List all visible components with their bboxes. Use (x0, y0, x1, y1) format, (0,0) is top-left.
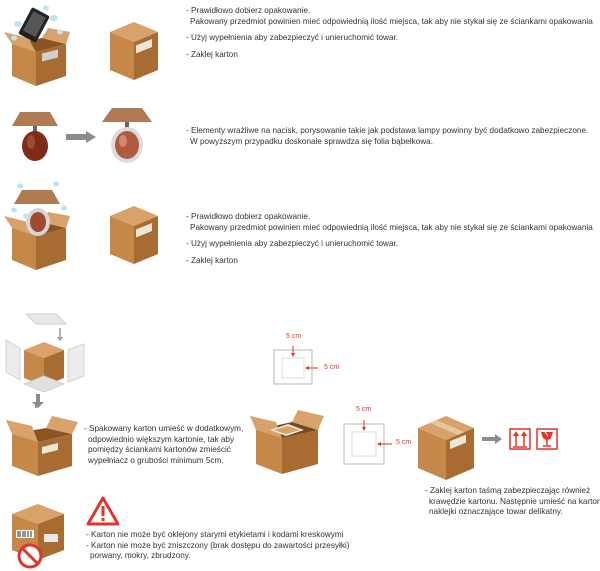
measure2-top-label: 5 cm (356, 406, 372, 413)
section2-line-2: W powyższym przypadku doskonale sprawdza… (190, 136, 434, 146)
section5-line-1: - Karton nie może być oklejony starymi e… (86, 530, 344, 539)
fragile-glass-label-icon (536, 428, 558, 450)
outer-box-with-inner-box-illustration (250, 410, 324, 474)
section2-line-1: - Elementy wrażliwe na nacisk, porysowan… (186, 126, 589, 135)
lamp-wrapped-illustration (102, 108, 152, 163)
section3-line-3: - Użyj wypełnienia aby zabezpieczyć i un… (186, 239, 399, 248)
lamp-unprotected-illustration (12, 112, 58, 161)
closed-box-illustration (110, 22, 158, 80)
padding-measure-diagram-1 (273, 346, 318, 385)
taped-box-illustration (418, 416, 474, 480)
right-arrow-icon-2 (482, 434, 502, 444)
padding-measure-diagram-2 (343, 420, 392, 465)
open-box-with-lamp-illustration (4, 181, 70, 270)
double-box-line-3: pomiędzy ściankami kartonów zmieścić (88, 445, 231, 454)
damaged-box-illustration (12, 504, 64, 569)
section5-text: - Karton nie może być oklejony starymi e… (86, 530, 349, 562)
right-arrow-icon (66, 131, 96, 143)
tape-line-1: - Zaklej karton taśmą zabezpieczając rów… (425, 486, 591, 495)
section1-text: - Prawidłowo dobierz opakowanie. Pakowan… (186, 6, 593, 60)
section1-line-1: - Prawidłowo dobierz opakowanie. (186, 6, 311, 15)
open-outer-box-illustration (6, 416, 78, 476)
section3-line-1: - Prawidłowo dobierz opakowanie. (186, 212, 311, 221)
section1-line-2: Pakowany przedmiot powinien mieć odpowie… (190, 16, 593, 26)
section1-line-4: - Zaklej karton (186, 49, 238, 59)
section1-line-3: - Użyj wypełnienia aby zabezpieczyć i un… (186, 33, 399, 42)
exploded-packing-diagram (5, 313, 85, 408)
measure-side-label: 5 cm (324, 364, 340, 371)
open-box-with-tablet-illustration (4, 5, 70, 86)
closed-box-illustration-2 (110, 206, 158, 264)
double-box-line-4: wypełniacz o grubości minimum 5cm. (88, 455, 224, 465)
section2-text: - Elementy wrażliwe na nacisk, porysowan… (186, 126, 588, 147)
measure-top-label: 5 cm (286, 333, 302, 340)
this-way-up-label-icon (509, 428, 531, 450)
tape-line-3: naklejki oznaczające towar delikatny. (429, 507, 563, 516)
tape-line-2: krawędzie kartonu. Następnie umieść na k… (429, 496, 600, 506)
down-arrow-icon (32, 394, 44, 408)
section5-line-3: porwany, mokry, zbrudzony. (90, 551, 191, 560)
section3-line-4: - Zaklej karton (186, 255, 238, 265)
double-box-line-2: odpowiednio większym kartonie, tak aby (88, 434, 235, 444)
section3-text: - Prawidłowo dobierz opakowanie. Pakowan… (186, 212, 593, 266)
double-box-text: - Spakowany karton umieść w dodatkowym, … (84, 424, 243, 466)
measure2-side-label: 5 cm (396, 439, 412, 446)
section3-line-2: Pakowany przedmiot powinien mieć odpowie… (190, 222, 593, 232)
double-box-line-1: - Spakowany karton umieść w dodatkowym, (84, 424, 244, 433)
section5-line-2: - Karton nie może być zniszczony (brak d… (86, 540, 350, 550)
tape-text: - Zaklej karton taśmą zabezpieczając rów… (425, 486, 600, 518)
warning-triangle-icon (86, 496, 120, 526)
